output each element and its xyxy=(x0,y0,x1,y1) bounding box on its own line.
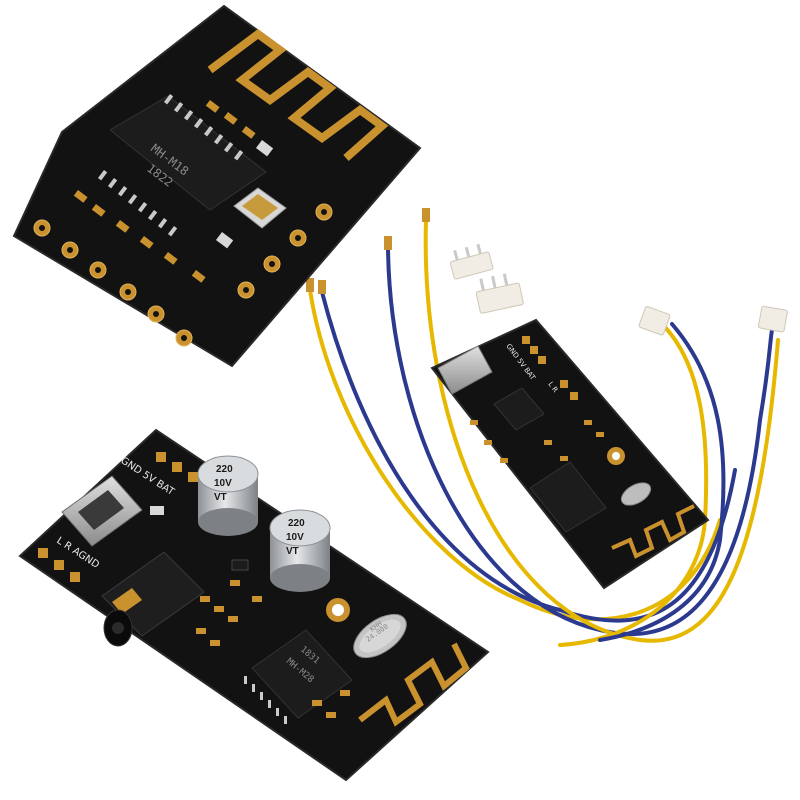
micro-usb-port xyxy=(61,475,143,547)
chip-small-upper xyxy=(493,387,545,431)
cap2-line1: 220 xyxy=(288,518,305,529)
wire-plug-left xyxy=(638,306,671,336)
smd-components-m28 xyxy=(196,580,350,718)
blue-wire-middle xyxy=(386,246,774,637)
smd-components xyxy=(73,99,274,283)
cap2-line3: VT xyxy=(286,546,299,557)
audio-jack xyxy=(101,551,205,647)
cap2-line2: 10V xyxy=(286,532,304,543)
jst-connector-top xyxy=(449,243,494,280)
crystal-m18 xyxy=(233,187,287,229)
cap1-line2: 10V xyxy=(214,478,232,489)
pin-pads-top xyxy=(156,452,198,482)
smd-ic-m28 xyxy=(150,506,249,571)
cap1-line1: 220 xyxy=(216,464,233,475)
chip-pins xyxy=(97,94,244,237)
antenna-trace-m28 xyxy=(358,642,470,727)
pin-pads-side xyxy=(38,548,80,582)
micro-usb-port-small xyxy=(437,345,493,395)
crystal-m28: 24.000 KHH xyxy=(353,613,407,659)
crystal-small xyxy=(620,482,652,506)
capacitor-2: 220 10V VT xyxy=(269,509,331,592)
loose-connectors xyxy=(449,243,788,336)
antenna-trace xyxy=(207,29,389,161)
bluetooth-module-m18: MH-M18 1822 xyxy=(12,4,422,368)
pin-pads-small xyxy=(522,336,578,400)
capacitor-1: 220 10V VT xyxy=(197,455,259,536)
antenna-trace-small xyxy=(611,504,695,559)
chip-pins-m28 xyxy=(244,676,287,724)
smd-components-small xyxy=(470,420,604,463)
blue-wire-left xyxy=(320,290,737,623)
main-chip-m28: MH-M28 1831 xyxy=(251,629,353,719)
wire-plug-right xyxy=(757,305,788,333)
bluetooth-module-small: GND 5V BAT L R xyxy=(430,318,710,590)
chip-small-main xyxy=(529,461,607,533)
cap1-line3: VT xyxy=(214,492,227,503)
jst-connector-middle xyxy=(475,273,524,314)
bluetooth-module-m28: GND 5V BAT L R AGND 220 10V VT xyxy=(18,428,490,782)
blue-wire-right xyxy=(598,322,726,642)
